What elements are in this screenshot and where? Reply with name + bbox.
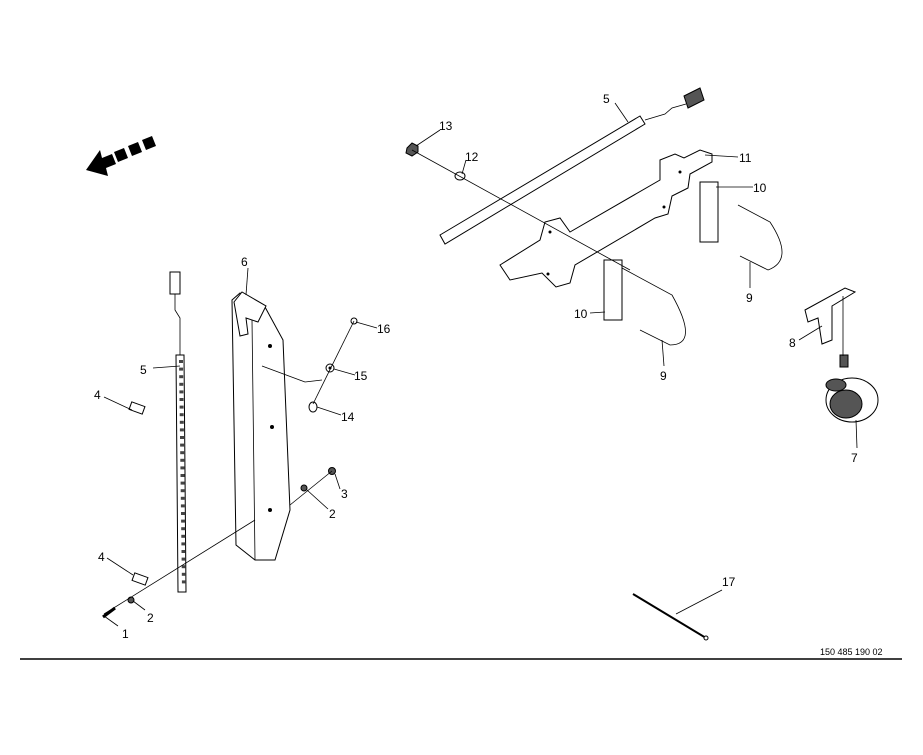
callout-4: 4	[94, 388, 101, 402]
led-segment	[181, 542, 186, 546]
led-segment	[179, 367, 184, 371]
callout-3: 3	[341, 487, 348, 501]
led-segment	[179, 390, 184, 394]
callout-8: 8	[789, 336, 796, 350]
led-segment	[180, 436, 184, 439]
fasteners-right	[405, 142, 631, 271]
cable-tie	[632, 593, 709, 641]
led-segment	[180, 496, 185, 500]
led-segment	[180, 489, 185, 493]
light-strip-left	[169, 271, 187, 593]
mounting-plate	[499, 149, 713, 288]
led-segment	[179, 428, 184, 432]
led-segment	[181, 565, 186, 569]
callout-14: 14	[341, 410, 355, 424]
callout-5: 5	[603, 92, 610, 106]
led-segment	[180, 443, 185, 447]
led-segment	[179, 420, 184, 424]
led-segment	[179, 375, 184, 379]
callout-15: 15	[354, 369, 368, 383]
led-segment	[181, 512, 185, 515]
callout-13: 13	[439, 119, 453, 133]
mounting-bracket	[231, 291, 291, 561]
led-segment	[180, 458, 185, 462]
led-segment	[180, 481, 185, 485]
led-segment	[179, 405, 184, 409]
led-segment	[179, 360, 183, 363]
callout-9: 9	[660, 369, 667, 383]
callout-4: 4	[98, 550, 105, 564]
led-segment	[179, 382, 184, 386]
led-segment	[180, 504, 185, 508]
led-segment	[181, 550, 186, 553]
callout-6: 6	[241, 255, 248, 269]
led-segment	[180, 466, 185, 470]
fasteners-left	[102, 317, 358, 619]
callout-1: 1	[122, 627, 129, 641]
callout-2: 2	[329, 507, 336, 521]
callout-2: 2	[147, 611, 154, 625]
led-segment	[181, 572, 186, 576]
leader-lines	[103, 102, 858, 627]
callout-10: 10	[574, 307, 588, 321]
led-segment	[181, 527, 186, 531]
callout-9: 9	[746, 291, 753, 305]
callout-16: 16	[377, 322, 391, 336]
callout-labels: 1 2 2 3 4 4 5 5 6 7 8 9 9 10 10 11 12 13…	[94, 92, 858, 641]
callout-7: 7	[851, 451, 858, 465]
led-segment	[181, 580, 186, 584]
led-segment	[179, 413, 184, 417]
lamp-and-holder	[804, 287, 879, 423]
led-segment	[179, 398, 184, 401]
u-bolt-clamps	[603, 181, 783, 346]
callout-17: 17	[722, 575, 736, 589]
led-segment	[180, 451, 185, 455]
led-segment	[181, 534, 186, 538]
led-segment	[181, 557, 186, 561]
led-segment	[181, 519, 186, 523]
light-strip-right	[439, 87, 705, 245]
document-number: 150 485 190 02	[820, 647, 883, 657]
led-segment	[180, 474, 185, 477]
callout-10: 10	[753, 181, 767, 195]
travel-direction-arrow-icon	[86, 136, 156, 176]
callout-11: 11	[739, 151, 752, 165]
callout-12: 12	[465, 150, 479, 164]
callout-5: 5	[140, 363, 147, 377]
